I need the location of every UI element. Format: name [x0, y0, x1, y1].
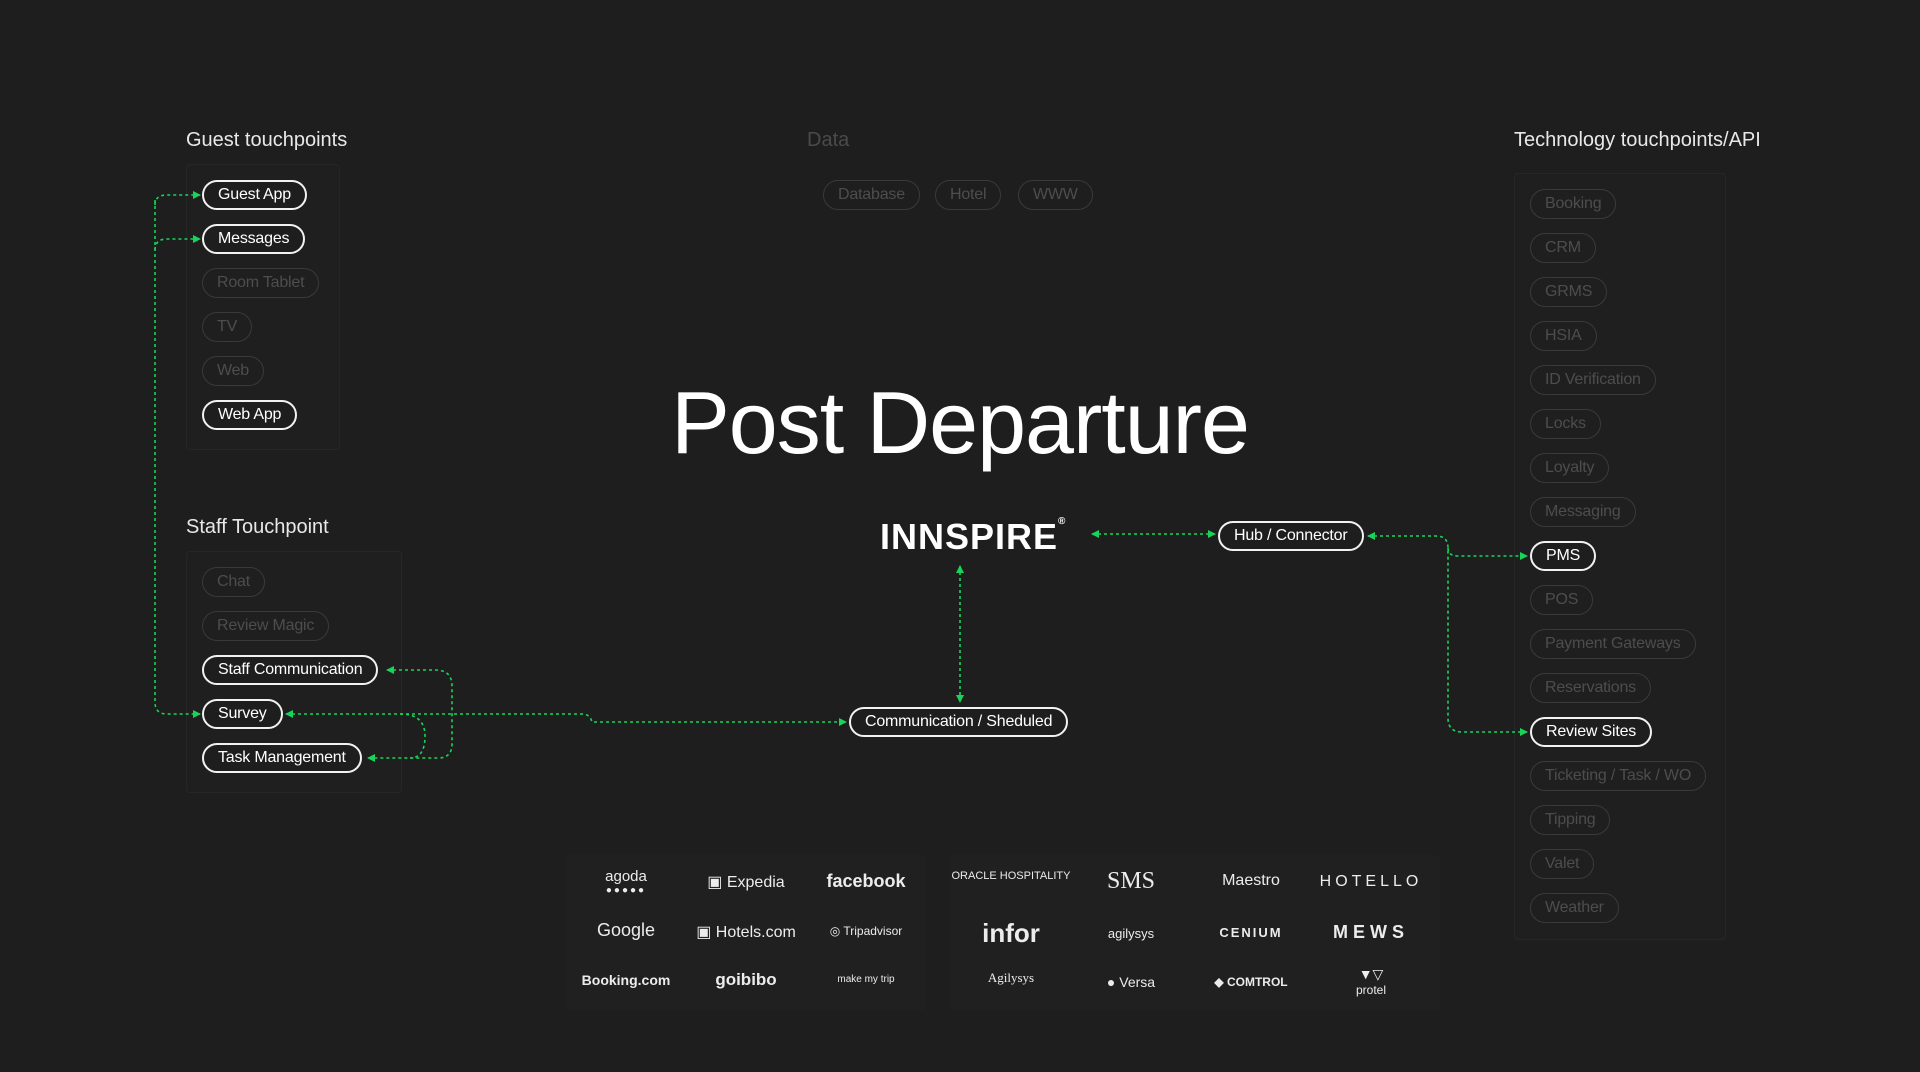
mews-logo: MEWS — [1333, 922, 1409, 942]
maestro-logo: Maestro — [1222, 872, 1280, 889]
agilysys-resortsuite-logo: Agilysys — [987, 970, 1035, 985]
hub-connector-node[interactable]: Hub / Connector — [1218, 521, 1364, 551]
expedia-logo: ▣ Expedia — [707, 874, 785, 891]
pill-loyalty[interactable]: Loyalty — [1530, 453, 1610, 483]
link-task-loop — [399, 713, 426, 759]
pill-reservations[interactable]: Reservations — [1530, 673, 1651, 703]
pms-partners-panel — [950, 855, 1440, 1010]
pill-pos[interactable]: POS — [1530, 585, 1594, 615]
innspire-logo: INNSPIRE® — [880, 516, 1067, 557]
pill-staff-communication[interactable]: Staff Communication — [202, 655, 379, 685]
pill-task-management[interactable]: Task Management — [202, 743, 362, 773]
makemytrip-logo: make my trip — [837, 974, 895, 985]
google-logo: Google — [596, 920, 656, 940]
pill-weather[interactable]: Weather — [1530, 893, 1619, 923]
pill-grms[interactable]: GRMS — [1530, 277, 1608, 307]
communication-scheduled-node[interactable]: Communication / Sheduled — [849, 707, 1069, 737]
pill-payment-gateways[interactable]: Payment Gateways — [1530, 629, 1696, 659]
pill-tv[interactable]: TV — [202, 312, 253, 342]
pill-tipping[interactable]: Tipping — [1530, 805, 1611, 835]
sms-logo: SMS — [1106, 868, 1156, 894]
pill-chat[interactable]: Chat — [202, 567, 265, 597]
protel-logo: ▼▽ protel — [1355, 966, 1387, 997]
pill-survey[interactable]: Survey — [202, 699, 283, 729]
channel-partners-panel — [566, 855, 926, 1010]
pill-messages[interactable]: Messages — [202, 224, 306, 254]
link-messages — [154, 235, 201, 251]
hotello-logo: HOTELLO — [1319, 873, 1423, 890]
pill-www[interactable]: WWW — [1018, 180, 1093, 210]
link-staff-comm — [367, 666, 453, 762]
pill-review-magic[interactable]: Review Magic — [202, 611, 330, 641]
staff-touchpoint-title: Staff Touchpoint — [186, 516, 329, 538]
facebook-logo: facebook — [826, 871, 906, 891]
versa-logo: ● Versa — [1106, 974, 1156, 990]
link-guest-app — [154, 191, 201, 206]
link-survey-comm — [285, 710, 847, 726]
pill-database[interactable]: Database — [823, 180, 920, 210]
pill-web[interactable]: Web — [202, 356, 265, 386]
data-title: Data — [807, 129, 850, 151]
pill-guest-app[interactable]: Guest App — [202, 180, 307, 210]
pill-locks[interactable]: Locks — [1530, 409, 1601, 439]
pill-web-app[interactable]: Web App — [202, 400, 298, 430]
pill-valet[interactable]: Valet — [1530, 849, 1595, 879]
pill-id-verification[interactable]: ID Verification — [1530, 365, 1656, 395]
oracle-hospitality-logo: ORACLE HOSPITALITY — [951, 870, 1071, 882]
tech-touchpoints-title: Technology touchpoints/API — [1514, 129, 1761, 151]
goibibo-logo: goibibo — [715, 970, 777, 989]
hotels-logo: ▣ Hotels.com — [696, 924, 796, 941]
pill-room-tablet[interactable]: Room Tablet — [202, 268, 320, 298]
link-guest-bus — [154, 200, 201, 718]
pill-messaging[interactable]: Messaging — [1530, 497, 1636, 527]
pill-review-sites[interactable]: Review Sites — [1530, 717, 1653, 747]
comtrol-logo: ◆ COMTROL — [1214, 975, 1288, 989]
pill-hotel[interactable]: Hotel — [935, 180, 1002, 210]
pill-booking[interactable]: Booking — [1530, 189, 1617, 219]
pill-crm[interactable]: CRM — [1530, 233, 1596, 263]
agilysys-logo: agilysys — [1107, 926, 1155, 941]
page-title: Post Departure — [671, 373, 1250, 472]
link-hub-tech — [1367, 532, 1528, 736]
link-hub-pms — [1447, 547, 1528, 560]
agoda-logo: agoda ●●●●● — [605, 868, 647, 896]
pill-hsia[interactable]: HSIA — [1530, 321, 1597, 351]
tripadvisor-logo: ◎ Tripadvisor — [829, 924, 903, 938]
booking-logo: Booking.com — [581, 972, 671, 988]
cenium-logo: CENIUM — [1219, 925, 1283, 940]
guest-touchpoints-title: Guest touchpoints — [186, 129, 348, 151]
pill-ticketing[interactable]: Ticketing / Task / WO — [1530, 761, 1707, 791]
pill-pms[interactable]: PMS — [1530, 541, 1597, 571]
infor-logo: infor — [982, 918, 1040, 948]
